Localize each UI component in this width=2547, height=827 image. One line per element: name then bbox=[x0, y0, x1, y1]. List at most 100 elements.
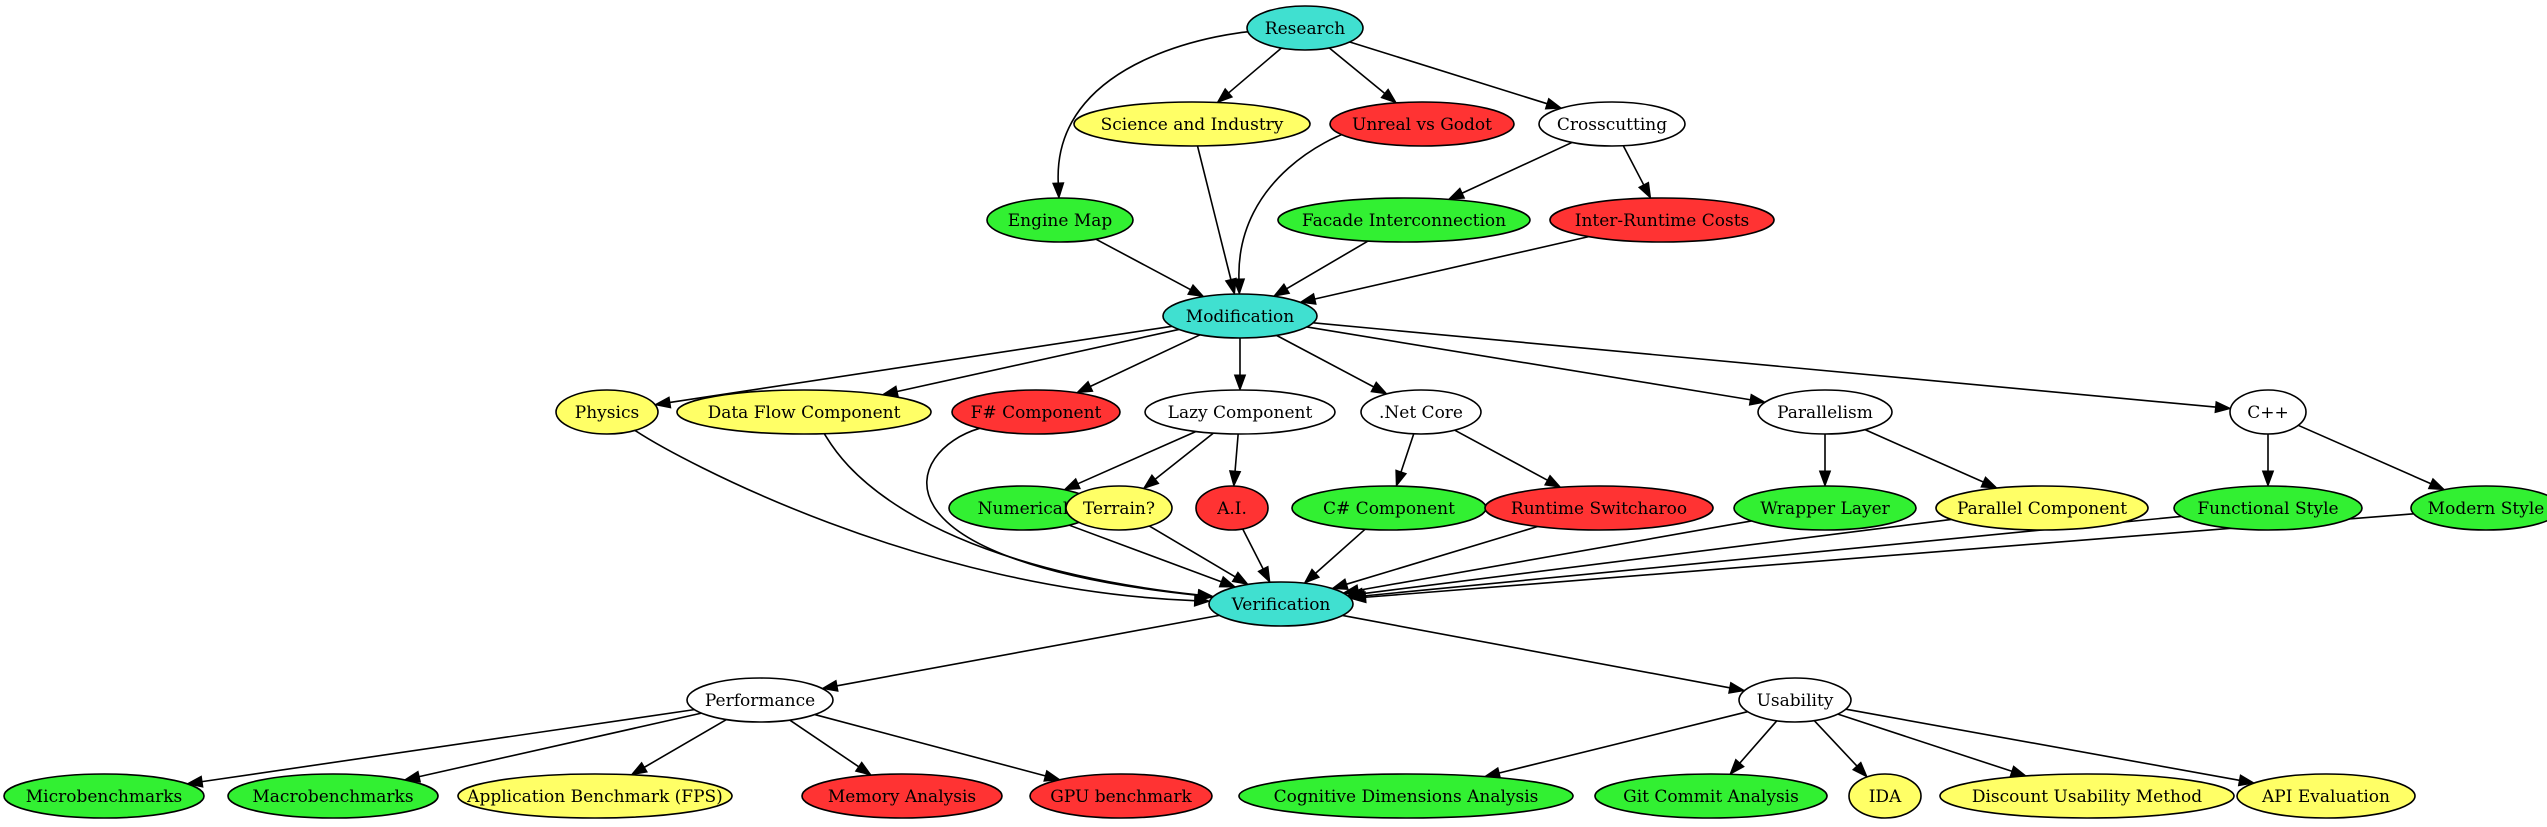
edge-usability-to-cognitive bbox=[1499, 710, 1748, 774]
edge-modification-to-cpp bbox=[1313, 322, 2216, 408]
edge-verification-to-usability-arrowhead bbox=[1728, 681, 1746, 694]
node-modification-ellipse bbox=[1162, 293, 1318, 339]
node-numerical: Numerical bbox=[948, 485, 1098, 531]
node-numerical-label: Numerical bbox=[978, 499, 1069, 519]
edge-enginemap-to-modification-arrowhead bbox=[1187, 283, 1205, 298]
edge-dataflow-to-verification bbox=[823, 433, 1199, 596]
node-physics-label: Physics bbox=[575, 403, 639, 423]
node-lazy-ellipse bbox=[1144, 389, 1336, 435]
node-appbench-ellipse bbox=[457, 773, 733, 819]
edge-lazy-to-terrain bbox=[1154, 432, 1214, 480]
edge-terrain-to-verification-arrowhead bbox=[1231, 571, 1250, 586]
edge-performance-to-micro bbox=[201, 708, 695, 783]
node-appbench: Application Benchmark (FPS) bbox=[457, 773, 733, 819]
node-research-ellipse bbox=[1246, 5, 1364, 51]
edge-ai-to-verification bbox=[1242, 528, 1264, 570]
edge-modification-to-parallelism-arrowhead bbox=[1748, 393, 1767, 406]
node-dataflow: Data Flow Component bbox=[676, 389, 932, 435]
node-apieval: API Evaluation bbox=[2236, 773, 2416, 819]
node-discount-ellipse bbox=[1939, 773, 2235, 819]
edge-numerical-to-verification bbox=[1068, 524, 1222, 583]
node-ai: A.I. bbox=[1195, 485, 1269, 531]
node-terrain: Terrain? bbox=[1065, 485, 1173, 531]
edge-netcore-to-csharp bbox=[1400, 433, 1415, 473]
edge-science-to-modification bbox=[1196, 145, 1232, 280]
node-interruntime-label: Inter-Runtime Costs bbox=[1575, 211, 1750, 231]
node-netcore-label: .Net Core bbox=[1379, 403, 1463, 423]
node-performance-ellipse bbox=[686, 677, 834, 723]
edge-research-to-crosscutting-arrowhead bbox=[1544, 97, 1563, 110]
edge-parallelism-to-parallelcomp bbox=[1864, 428, 1984, 483]
node-dataflow-ellipse bbox=[676, 389, 932, 435]
node-runtime: Runtime Switcharoo bbox=[1484, 485, 1714, 531]
node-crosscutting: Crosscutting bbox=[1538, 101, 1686, 147]
edge-usability-to-ida-arrowhead bbox=[1851, 761, 1869, 778]
edge-modification-to-fsharp bbox=[1090, 334, 1201, 388]
edge-fsharp-to-verification bbox=[926, 427, 1199, 597]
node-modification: Modification bbox=[1162, 293, 1318, 339]
edge-verification-to-usability bbox=[1342, 614, 1730, 689]
node-lazy: Lazy Component bbox=[1144, 389, 1336, 435]
node-parallelcomp-ellipse bbox=[1935, 485, 2149, 531]
node-functional-label: Functional Style bbox=[2197, 499, 2338, 519]
edge-usability-to-apieval bbox=[1845, 708, 2240, 782]
edge-usability-to-ida bbox=[1813, 720, 1858, 767]
node-gitcommit-ellipse bbox=[1594, 773, 1828, 819]
node-science: Science and Industry bbox=[1073, 101, 1311, 147]
edge-interruntime-to-modification bbox=[1314, 235, 1589, 300]
node-physics: Physics bbox=[555, 389, 659, 435]
node-usability: Usability bbox=[1738, 677, 1852, 723]
node-apieval-ellipse bbox=[2236, 773, 2416, 819]
node-micro-label: Microbenchmarks bbox=[26, 787, 183, 807]
node-terrain-label: Terrain? bbox=[1083, 499, 1155, 519]
edge-research-to-unreal bbox=[1328, 47, 1386, 94]
edge-verification-to-performance-arrowhead bbox=[820, 679, 839, 692]
edge-netcore-to-runtime-arrowhead bbox=[1544, 474, 1562, 488]
edge-modification-to-parallelism bbox=[1306, 326, 1751, 401]
edge-research-to-science-arrowhead bbox=[1216, 87, 1234, 104]
node-crosscutting-label: Crosscutting bbox=[1557, 115, 1667, 135]
node-macro: Macrobenchmarks bbox=[227, 773, 439, 819]
edge-ai-to-verification-arrowhead bbox=[1257, 565, 1271, 584]
edge-modification-to-physics-arrowhead bbox=[653, 396, 672, 409]
node-memory-label: Memory Analysis bbox=[828, 787, 976, 807]
node-unreal-label: Unreal vs Godot bbox=[1352, 115, 1492, 135]
node-parallelcomp: Parallel Component bbox=[1935, 485, 2149, 531]
node-modern-ellipse bbox=[2410, 485, 2547, 531]
node-terrain-ellipse bbox=[1065, 485, 1173, 531]
node-research-label: Research bbox=[1265, 19, 1345, 39]
edge-wrapper-to-verification bbox=[1357, 520, 1752, 592]
edge-usability-to-discount bbox=[1837, 713, 2013, 773]
node-usability-ellipse bbox=[1738, 677, 1852, 723]
edge-unreal-to-modification bbox=[1238, 133, 1343, 280]
node-parallelcomp-label: Parallel Component bbox=[1957, 499, 2127, 519]
node-ai-ellipse bbox=[1195, 485, 1269, 531]
edge-performance-to-appbench-arrowhead bbox=[630, 761, 648, 776]
node-gitcommit: Git Commit Analysis bbox=[1594, 773, 1828, 819]
node-csharp: C# Component bbox=[1291, 485, 1487, 531]
edge-usability-to-gitcommit bbox=[1739, 720, 1778, 764]
node-performance: Performance bbox=[686, 677, 834, 723]
node-parallelism-label: Parallelism bbox=[1777, 403, 1873, 423]
node-functional: Functional Style bbox=[2173, 485, 2363, 531]
edge-numerical-to-verification-arrowhead bbox=[1218, 575, 1237, 588]
edge-modification-to-netcore bbox=[1276, 334, 1375, 388]
edge-enginemap-to-modification bbox=[1095, 238, 1191, 291]
edge-modern-to-verification-arrowhead bbox=[1349, 591, 1367, 604]
edge-research-to-unreal-arrowhead bbox=[1380, 88, 1398, 104]
edge-performance-to-gpu bbox=[814, 713, 1046, 777]
node-fsharp: F# Component bbox=[951, 389, 1121, 435]
node-physics-ellipse bbox=[555, 389, 659, 435]
node-lazy-label: Lazy Component bbox=[1168, 403, 1313, 423]
node-micro: Microbenchmarks bbox=[3, 773, 205, 819]
edge-csharp-to-verification-arrowhead bbox=[1303, 568, 1321, 585]
node-facade: Facade Interconnection bbox=[1277, 197, 1531, 243]
node-fsharp-label: F# Component bbox=[971, 403, 1102, 423]
node-netcore-ellipse bbox=[1360, 389, 1482, 435]
node-ida-ellipse bbox=[1848, 773, 1922, 819]
node-netcore: .Net Core bbox=[1360, 389, 1482, 435]
edge-lazy-to-ai bbox=[1234, 433, 1239, 472]
node-memory: Memory Analysis bbox=[801, 773, 1003, 819]
